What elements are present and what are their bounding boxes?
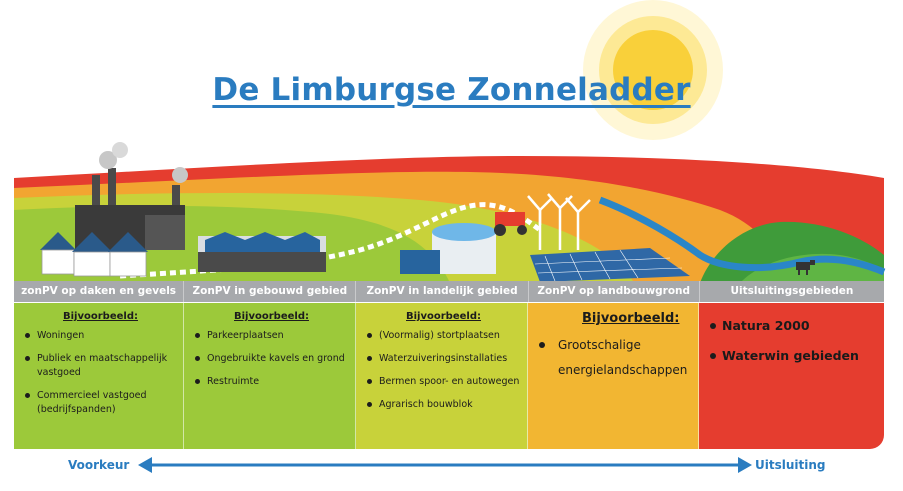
houses-icon bbox=[40, 232, 148, 277]
band-label-rural: ZonPV in landelijk gebied bbox=[356, 281, 529, 302]
list-item: Agrarisch bouwblok bbox=[366, 398, 521, 412]
column-heading: Bijvoorbeeld: bbox=[406, 311, 481, 322]
page-title: De Limburgse Zonneladder bbox=[212, 72, 691, 108]
band-label-built-area: ZonPV in gebouwd gebied bbox=[184, 281, 357, 302]
preference-axis bbox=[138, 457, 752, 473]
list-item: Woningen bbox=[24, 329, 177, 343]
sun-icon bbox=[583, 0, 723, 140]
column-built-area: Bijvoorbeeld: Parkeerplaatsen Ongebruikt… bbox=[184, 303, 356, 449]
water-tank-icon bbox=[400, 223, 496, 274]
list-item: Bermen spoor- en autowegen bbox=[366, 375, 521, 389]
list-item: Publiek en maatschappelijk vastgoed bbox=[24, 352, 177, 380]
column-exclusion: Natura 2000 Waterwin gebieden bbox=[699, 303, 884, 449]
column-rural: Bijvoorbeeld: (Voormalig) stortplaatsen … bbox=[356, 303, 528, 449]
column-heading: Bijvoorbeeld: bbox=[582, 311, 680, 326]
tractor-icon bbox=[494, 212, 527, 236]
column-heading: Bijvoorbeeld: bbox=[63, 311, 138, 322]
field-solar-icon bbox=[530, 248, 690, 282]
band-label-exclusion: Uitsluitingsgebieden bbox=[730, 285, 854, 297]
list-item: Commercieel vastgoed (bedrijfspanden) bbox=[24, 389, 177, 417]
category-band: zonPV op daken en gevels ZonPV in gebouw… bbox=[14, 281, 884, 302]
list-item: Natura 2000 bbox=[709, 317, 878, 335]
column-farmland: Bijvoorbeeld: Grootschalige energielands… bbox=[528, 303, 699, 449]
solar-panels-icon bbox=[198, 232, 326, 272]
list-item: Restruimte bbox=[194, 375, 349, 389]
category-columns: Bijvoorbeeld: Woningen Publiek en maatsc… bbox=[14, 303, 884, 449]
column-heading: Bijvoorbeeld: bbox=[234, 311, 309, 322]
list-item: Waterzuiveringsinstallaties bbox=[366, 352, 521, 366]
list-item: Grootschalige energielandschappen bbox=[538, 333, 692, 383]
list-item: Parkeerplaatsen bbox=[194, 329, 349, 343]
axis-label-exclusion: Uitsluiting bbox=[755, 458, 826, 472]
axis-label-preference: Voorkeur bbox=[68, 458, 130, 472]
band-label-farmland: ZonPV op landbouwgrond bbox=[529, 281, 700, 302]
band-label-roofs: zonPV op daken en gevels bbox=[14, 281, 185, 302]
wind-turbine-icon bbox=[527, 193, 591, 250]
list-item: Ongebruikte kavels en grond bbox=[194, 352, 349, 366]
list-item: Waterwin gebieden bbox=[709, 347, 878, 365]
column-roofs: Bijvoorbeeld: Woningen Publiek en maatsc… bbox=[14, 303, 184, 449]
list-item: (Voormalig) stortplaatsen bbox=[366, 329, 521, 343]
river-icon bbox=[598, 196, 886, 276]
cow-icon bbox=[796, 260, 815, 275]
